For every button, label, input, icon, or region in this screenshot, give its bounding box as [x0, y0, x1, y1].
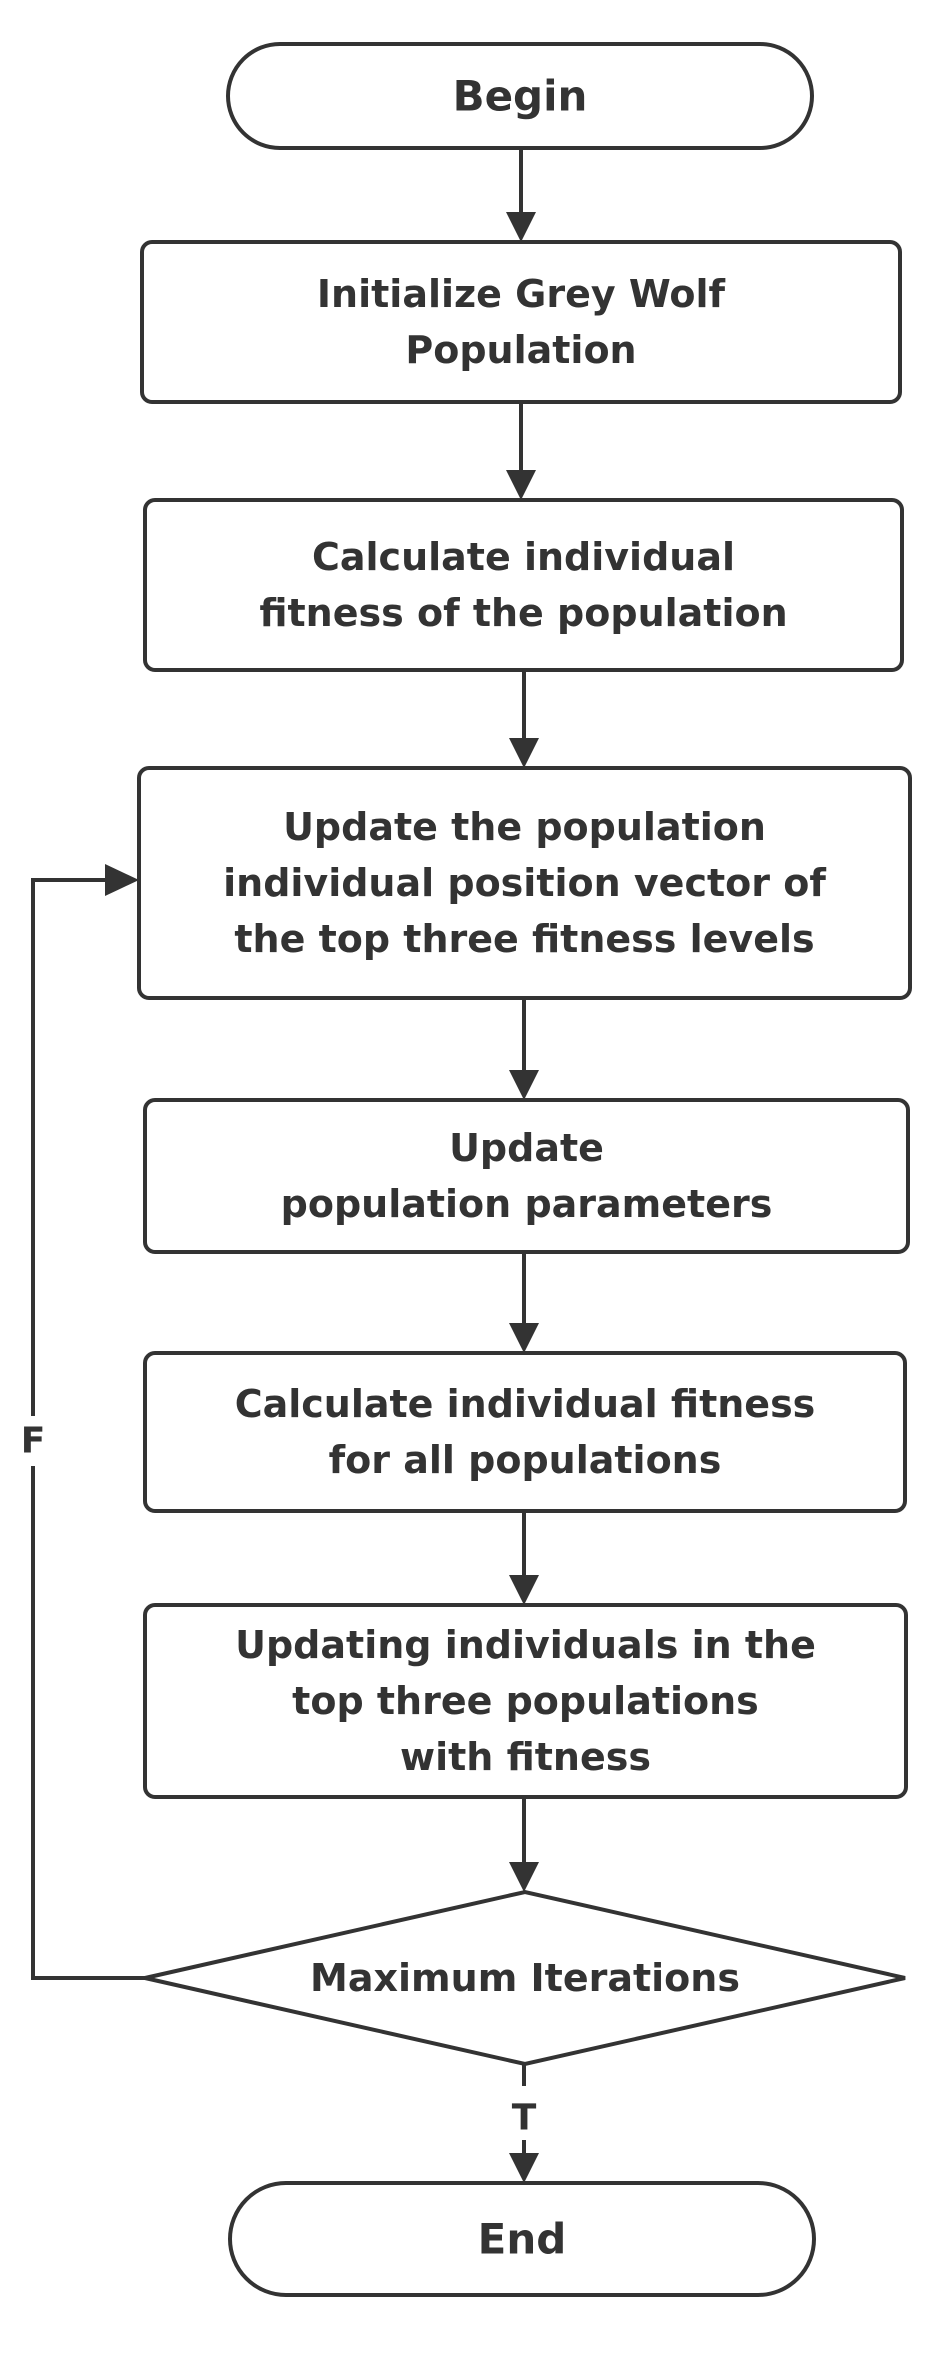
arrowhead-icon: [509, 738, 539, 768]
arrowhead-icon: [506, 470, 536, 500]
node-label-line: Calculate individual: [312, 535, 735, 579]
edge-label-true: T: [512, 2098, 537, 2139]
arrowhead-icon: [509, 1575, 539, 1605]
node-label-line: with fitness: [400, 1735, 651, 1779]
node-label-line: Updating individuals in the: [235, 1623, 816, 1667]
arrowhead-icon: [509, 1862, 539, 1892]
edge-update-position-to-update-params: [509, 998, 539, 1100]
process-box: [143, 1603, 908, 1799]
node-label-line: Maximum Iterations: [310, 1956, 740, 2000]
node-calc-fitness: Calculate individual fitness of the popul…: [143, 498, 904, 672]
node-label-line: Initialize Grey Wolf: [317, 272, 726, 316]
node-label-line: fitness of the population: [259, 591, 787, 635]
edge-label-bg: [14, 1416, 54, 1466]
node-label-line: the top three fitness levels: [234, 917, 814, 961]
node-label-line: Population: [405, 328, 636, 372]
node-label-line: for all populations: [329, 1438, 722, 1482]
arrowhead-icon: [509, 2153, 539, 2183]
node-begin: Begin: [226, 42, 814, 150]
node-label-line: population parameters: [281, 1182, 773, 1226]
node-label-line: Calculate individual fitness: [235, 1382, 816, 1426]
node-max-iter: Maximum Iterations: [144, 1889, 906, 2067]
arrowhead-icon: [509, 1323, 539, 1353]
node-label-line: Begin: [453, 72, 588, 121]
node-label-line: Update: [449, 1126, 604, 1170]
arrowhead-icon: [506, 212, 536, 242]
node-update-position: Update the population individual position…: [137, 766, 912, 1000]
edge-calc-all-to-update-individuals: [509, 1511, 539, 1605]
node-end: End: [228, 2181, 816, 2297]
process-box: [143, 498, 904, 672]
process-box: [143, 1351, 907, 1513]
edge-label-bg: [506, 2094, 542, 2140]
node-label-line: End: [478, 2215, 567, 2264]
arrowhead-icon: [509, 1070, 539, 1100]
process-box: [143, 1098, 910, 1254]
terminal-shape: [228, 2181, 816, 2297]
node-update-individuals: Updating individuals in the top three pop…: [143, 1603, 908, 1799]
node-label-line: individual position vector of: [223, 861, 826, 905]
process-box: [140, 240, 902, 404]
edge-labels-layer: TF: [14, 1416, 542, 2140]
node-calc-all: Calculate individual fitness for all popu…: [143, 1351, 907, 1513]
edge-update-individuals-to-max-iter: [509, 1797, 539, 1892]
edge-label-false: F: [21, 1421, 46, 1462]
edge-calc-fitness-to-update-position: [509, 670, 539, 768]
node-label-line: top three populations: [292, 1679, 759, 1723]
node-update-params: Update population parameters: [143, 1098, 910, 1254]
decision-diamond: [144, 1889, 906, 2067]
edge-begin-to-init: [506, 148, 536, 242]
edge-init-to-calc-fitness: [506, 402, 536, 500]
arrowhead-icon: [105, 864, 139, 896]
process-box: [137, 766, 912, 1000]
edge-update-params-to-calc-all: [509, 1252, 539, 1353]
terminal-shape: [226, 42, 814, 150]
node-label-line: Update the population: [283, 805, 766, 849]
